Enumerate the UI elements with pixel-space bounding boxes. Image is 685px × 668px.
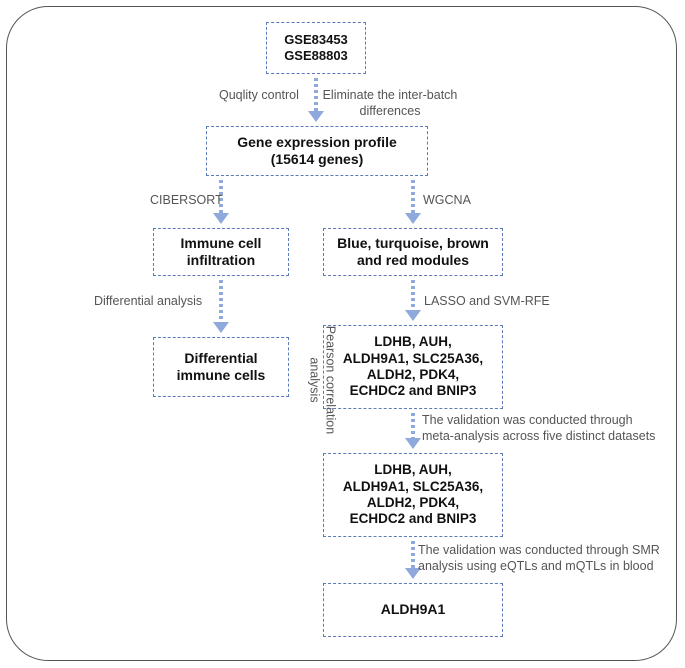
arrow-gse-to-profile [308, 78, 324, 122]
immune-infiltration-box: Immune cell infiltration [153, 228, 289, 276]
final-gene-text: ALDH9A1 [380, 601, 446, 618]
gene-expression-box: Gene expression profile (15614 genes) [206, 126, 428, 176]
smr-validation-label: The validation was conducted through SMR… [418, 543, 660, 573]
differential-immune-cells-box: Differential immune cells [153, 337, 289, 397]
differential-immune-cells-text: Differential immune cells [176, 349, 266, 383]
gse-datasets-text: GSE83453 GSE88803 [284, 32, 348, 63]
lasso-svm-label: LASSO and SVM-RFE [424, 294, 550, 308]
arrow-profile-to-modules [405, 180, 421, 224]
arrow-immune-to-differential [213, 280, 229, 333]
arrow-genes-to-validated [405, 413, 421, 449]
quality-control-label: Quqlity control [219, 88, 299, 102]
gene-list-box-1: LDHB, AUH, ALDH9A1, SLC25A36, ALDH2, PDK… [323, 325, 503, 409]
arrow-profile-to-immune [213, 180, 229, 224]
arrow-validated-to-final [405, 541, 421, 579]
wgcna-label: WGCNA [423, 193, 471, 207]
eliminate-differences-label: Eliminate the inter-batch differences [322, 88, 458, 118]
gene-list-text-1: LDHB, AUH, ALDH9A1, SLC25A36, ALDH2, PDK… [342, 334, 484, 399]
gene-expression-text: Gene expression profile (15614 genes) [237, 133, 397, 167]
meta-analysis-validation-label: The validation was conducted through met… [422, 413, 656, 443]
modules-text: Blue, turquoise, brown and red modules [337, 234, 489, 268]
gse-datasets-box: GSE83453 GSE88803 [266, 22, 366, 74]
modules-box: Blue, turquoise, brown and red modules [323, 228, 503, 276]
rounded-frame [6, 6, 677, 661]
arrow-modules-to-genes [405, 280, 421, 321]
gene-list-box-2: LDHB, AUH, ALDH9A1, SLC25A36, ALDH2, PDK… [323, 453, 503, 537]
gene-list-text-2: LDHB, AUH, ALDH9A1, SLC25A36, ALDH2, PDK… [342, 462, 484, 527]
pearson-correlation-label: Pearson correlation analysis [308, 325, 338, 435]
immune-infiltration-text: Immune cell infiltration [180, 234, 262, 268]
final-gene-box: ALDH9A1 [323, 583, 503, 637]
cibersort-label: CIBERSORT [150, 193, 223, 207]
differential-analysis-label: Differential analysis [94, 294, 203, 308]
